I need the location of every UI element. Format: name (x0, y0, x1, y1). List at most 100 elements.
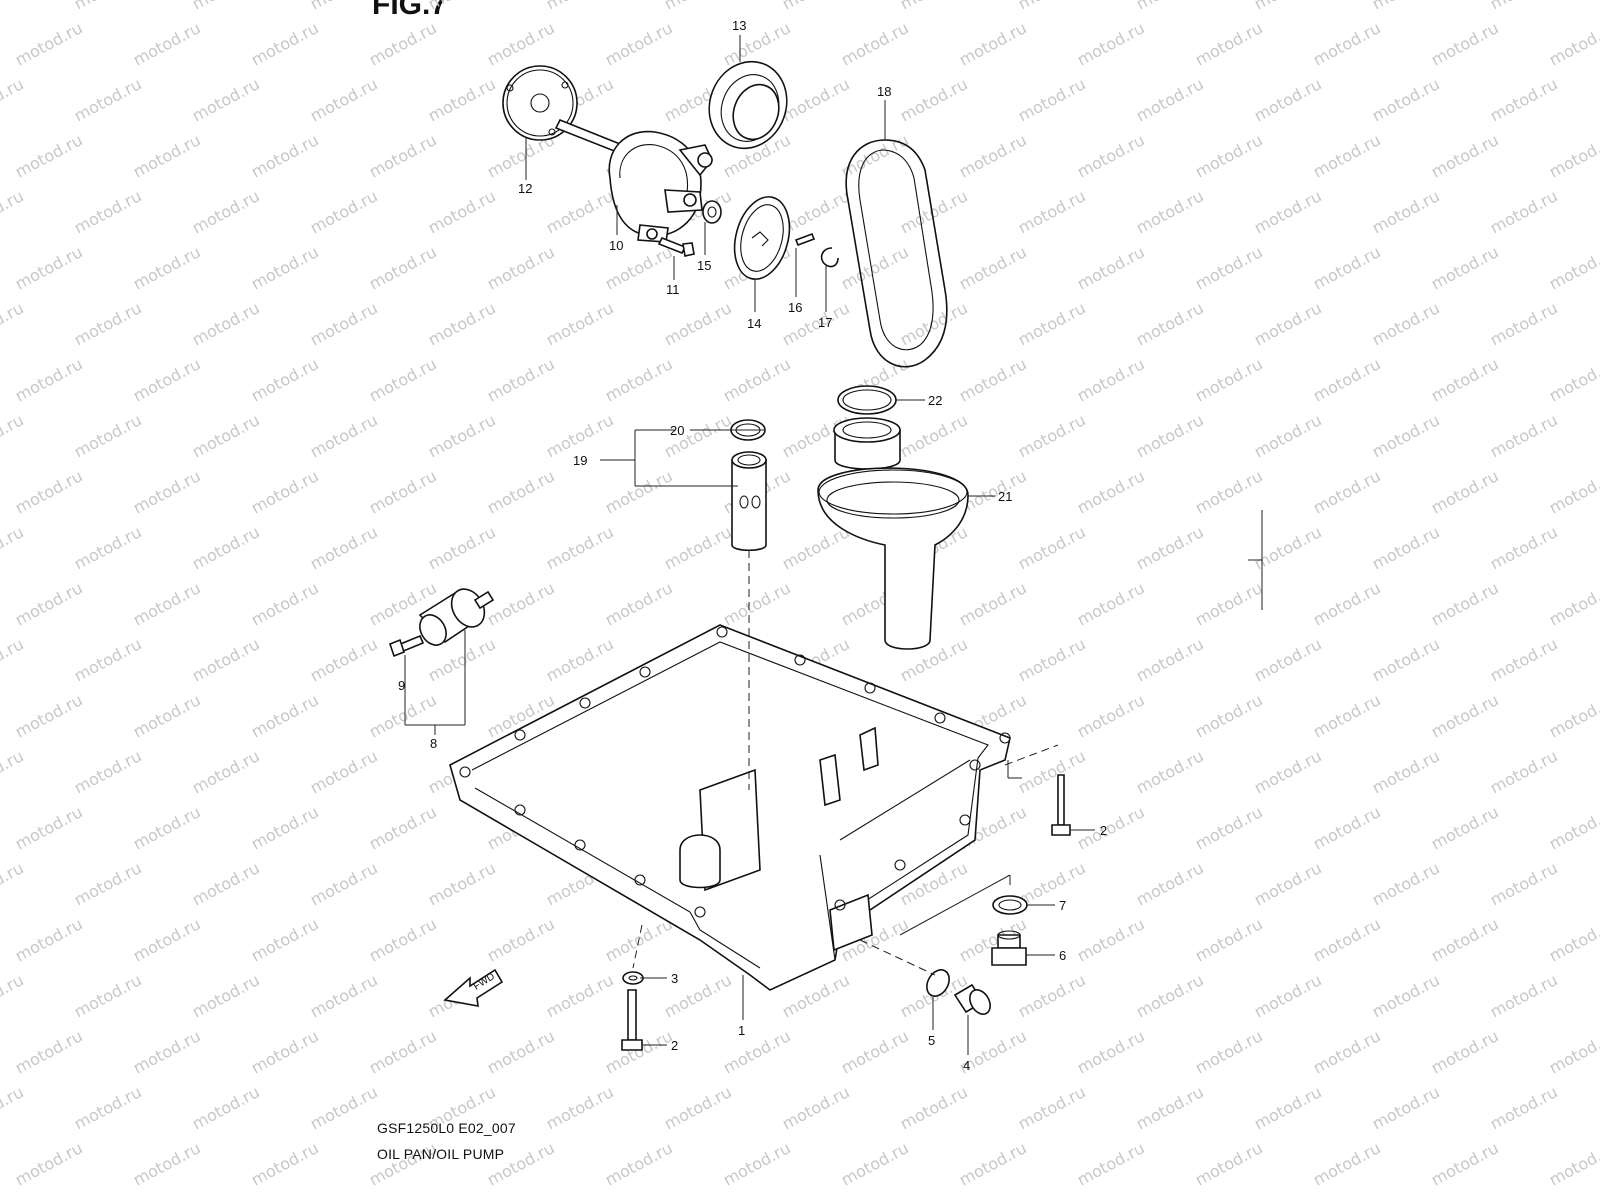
watermark-text: motod.ru (189, 74, 263, 125)
watermark-text: motod.ru (1074, 466, 1148, 517)
watermark-text: motod.ru (897, 186, 971, 237)
watermark-text: motod.ru (1369, 970, 1443, 1021)
watermark-text: motod.ru (897, 74, 971, 125)
watermark-text: motod.ru (1074, 1026, 1148, 1077)
watermark-text: motod.ru (130, 802, 204, 853)
watermark-text: motod.ru (1487, 0, 1561, 14)
watermark-text: motod.ru (1251, 298, 1325, 349)
part-21-strainer (817, 417, 969, 650)
watermark-text: motod.ru (1428, 466, 1502, 517)
watermark-text: motod.ru (1310, 690, 1384, 741)
watermark-text: motod.ru (661, 298, 735, 349)
callout-19: 19 (573, 453, 587, 468)
watermark-text: motod.ru (1133, 634, 1207, 685)
watermark-text: motod.ru (1015, 410, 1089, 461)
watermark-text: motod.ru (1015, 186, 1089, 237)
watermark-text: motod.ru (956, 354, 1030, 405)
watermark-text: motod.ru (71, 746, 145, 797)
callout-11: 11 (666, 282, 680, 297)
pan-bolt-hole (514, 804, 526, 816)
part-1-oil-pan (449, 624, 1011, 991)
watermark-text: motod.ru (1310, 242, 1384, 293)
watermark-text: motod.ru (130, 354, 204, 405)
watermark-text: motod.ru (956, 130, 1030, 181)
pan-bolt-hole (969, 759, 981, 771)
callout-3: 3 (671, 971, 678, 986)
part-15-washer (702, 200, 722, 224)
part-14-sprocket (733, 196, 791, 280)
watermark-text: motod.ru (1428, 130, 1502, 181)
watermark-text: motod.ru (248, 1138, 322, 1189)
watermark-text: motod.ru (0, 746, 27, 797)
watermark-text: motod.ru (366, 914, 440, 965)
watermark-text: motod.ru (307, 186, 381, 237)
watermark-text: motod.ru (1310, 1026, 1384, 1077)
watermark-text: motod.ru (307, 410, 381, 461)
pan-bolt-hole (894, 859, 906, 871)
pan-bolt-hole (864, 682, 876, 694)
watermark-text: motod.ru (1074, 1138, 1148, 1189)
watermark-text: motod.ru (130, 130, 204, 181)
watermark-text: motod.ru (0, 298, 27, 349)
watermark-text: motod.ru (1546, 18, 1600, 69)
figure-title: FIG.7 (372, 0, 448, 21)
watermark-text: motod.ru (1369, 298, 1443, 349)
watermark-text: motod.ru (248, 802, 322, 853)
dash-bolt-lower (632, 924, 643, 969)
watermark-text: motod.ru (189, 522, 263, 573)
watermark-text: motod.ru (1133, 298, 1207, 349)
watermark-text: motod.ru (1487, 970, 1561, 1021)
callout-7: 7 (1059, 898, 1066, 913)
watermark-text: motod.ru (1487, 186, 1561, 237)
watermark-text: motod.ru (366, 130, 440, 181)
watermark-text: motod.ru (1192, 466, 1266, 517)
watermark-text: motod.ru (1369, 746, 1443, 797)
watermark-text: motod.ru (248, 914, 322, 965)
watermark-text: motod.ru (248, 354, 322, 405)
watermark-text: motod.ru (1546, 354, 1600, 405)
watermark-text: motod.ru (0, 74, 27, 125)
watermark-text: motod.ru (484, 466, 558, 517)
watermark-text: motod.ru (1546, 578, 1600, 629)
watermark-text: motod.ru (1546, 1026, 1600, 1077)
watermark-text: motod.ru (1015, 0, 1089, 14)
watermark-text: motod.ru (897, 298, 971, 349)
watermark-text: motod.ru (1192, 1138, 1266, 1189)
watermark-text: motod.ru (1133, 410, 1207, 461)
watermark-text: motod.ru (248, 18, 322, 69)
watermark-text: motod.ru (1310, 130, 1384, 181)
pan-bolt-hole (459, 766, 471, 778)
watermark-text: motod.ru (543, 1082, 617, 1133)
watermark-text: motod.ru (1133, 522, 1207, 573)
watermark-text: motod.ru (366, 242, 440, 293)
watermark-text: motod.ru (248, 578, 322, 629)
watermark-text: motod.ru (189, 858, 263, 909)
watermark-text: motod.ru (543, 186, 617, 237)
watermark-text: motod.ru (0, 1082, 27, 1133)
watermark-text: motod.ru (366, 354, 440, 405)
watermark-text: motod.ru (1015, 74, 1089, 125)
part-5-gasket (926, 969, 950, 997)
part-10-oil-pump (554, 118, 713, 243)
watermark-text: motod.ru (1192, 18, 1266, 69)
watermark-text: motod.ru (189, 746, 263, 797)
watermark-text: motod.ru (425, 0, 499, 14)
watermark-text: motod.ru (1546, 690, 1600, 741)
watermark-text: motod.ru (307, 970, 381, 1021)
callouts: 1 2 2 2 3 4 5 6 7 8 9 10 11 12 13 14 15 … (398, 18, 1107, 1073)
watermark-text: motod.ru (12, 1138, 86, 1189)
watermark-text: motod.ru (1251, 746, 1325, 797)
watermark-text: motod.ru (1192, 578, 1266, 629)
callout-13: 13 (732, 18, 746, 33)
watermark-text: motod.ru (130, 914, 204, 965)
callout-8: 8 (430, 736, 437, 751)
watermark-text: motod.ru (1428, 578, 1502, 629)
fwd-arrow-icon: FWD (443, 968, 504, 1007)
watermark-text: motod.ru (1487, 522, 1561, 573)
watermark-text: motod.ru (0, 970, 27, 1021)
watermark-text: motod.ru (12, 802, 86, 853)
watermark-text: motod.ru (1251, 634, 1325, 685)
watermark-text: motod.ru (1369, 186, 1443, 237)
leader-lines (404, 35, 1263, 1055)
watermark-text: motod.ru (130, 1026, 204, 1077)
